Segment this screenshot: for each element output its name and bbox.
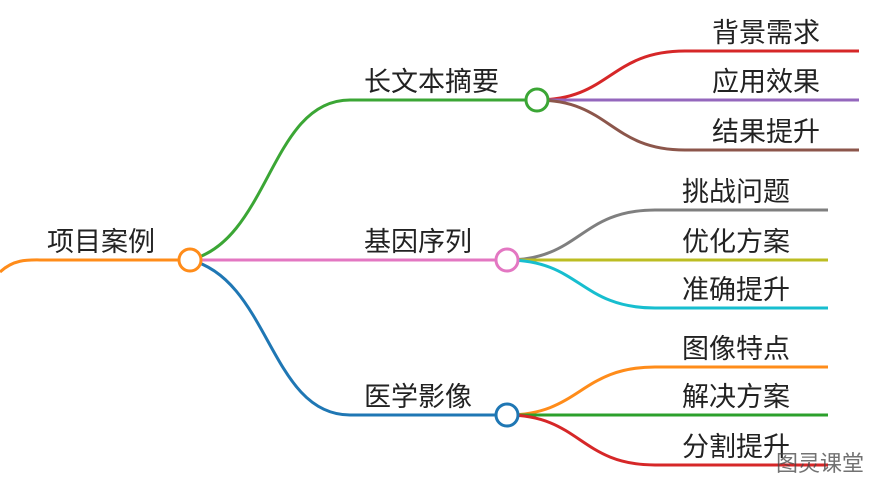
branch-3-child-1-label: 图像特点 <box>682 334 790 365</box>
branch-2-node-circle[interactable] <box>494 247 520 273</box>
branch-2-child-3-label: 准确提升 <box>682 275 790 306</box>
branch-3-child-3-label: 分割提升 <box>682 432 790 463</box>
edge-branch-1-child-1 <box>536 49 859 102</box>
branch-1-child-2-label: 应用效果 <box>712 67 820 98</box>
branch-1-child-3-label: 结果提升 <box>712 117 820 148</box>
branch-2-child-1-label: 挑战问题 <box>682 177 790 208</box>
branch-3-child-2-label: 解决方案 <box>682 382 790 413</box>
edge-branch-2-child-1 <box>506 208 828 262</box>
branch-3-node-circle[interactable] <box>494 402 520 428</box>
branch-2-child-2-label: 优化方案 <box>682 227 790 258</box>
edge-branch-1-child-3 <box>536 98 859 152</box>
edge-root-to-branch-1 <box>189 98 537 262</box>
edge-root-to-branch-3 <box>189 258 507 417</box>
watermark-text: 图灵课堂 <box>776 452 864 477</box>
root-label: 项目案例 <box>47 227 155 258</box>
branch-3-label: 医学影像 <box>364 382 472 413</box>
root-incoming-edge <box>0 258 178 274</box>
branch-1-node-circle[interactable] <box>524 87 550 113</box>
edge-branch-3-child-3 <box>506 413 828 467</box>
branch-1-label: 长文本摘要 <box>364 67 499 98</box>
edge-branch-2-child-3 <box>506 258 828 310</box>
branch-2-label: 基因序列 <box>364 227 472 258</box>
root-node-circle[interactable] <box>177 247 203 273</box>
edge-branch-3-child-1 <box>506 365 828 417</box>
branch-1-child-1-label: 背景需求 <box>712 18 820 49</box>
